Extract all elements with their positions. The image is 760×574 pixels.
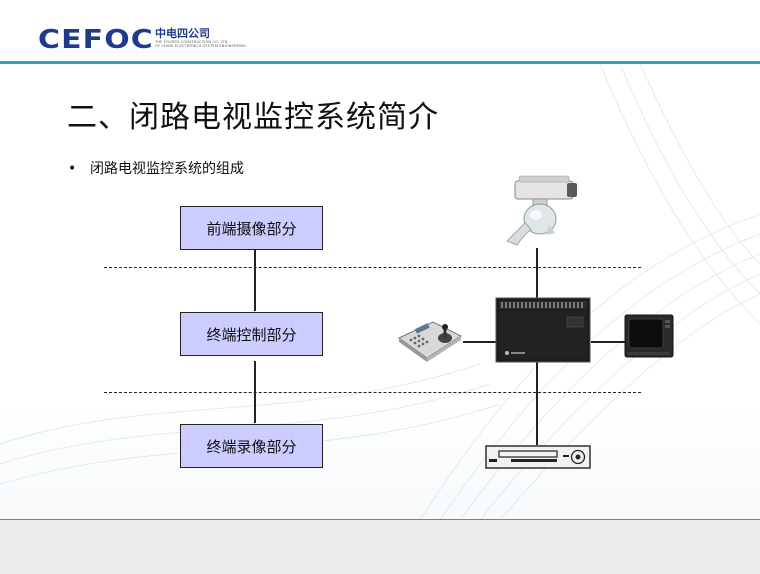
- terminal-recording-section-box: 终端录像部分: [180, 424, 323, 468]
- bullet-dot-icon: •: [68, 161, 90, 177]
- video-recorder-icon: [485, 445, 591, 469]
- footer-band: [0, 520, 760, 574]
- dashed-divider-2: [104, 392, 641, 393]
- monitor-icon: [624, 314, 674, 360]
- bullet-item: •闭路电视监控系统的组成: [68, 158, 244, 178]
- bullet-text: 闭路电视监控系统的组成: [90, 161, 244, 177]
- slide-title: 二、闭路电视监控系统简介: [67, 92, 439, 136]
- logo-english-line-2: OF CHINA ELECTRONICS SYSTEM ENGINEERING: [155, 44, 246, 48]
- connector-front-to-control: [254, 250, 256, 311]
- camera-icon: [503, 175, 579, 251]
- logo-company-name: 中电四公司: [155, 28, 246, 40]
- company-logo: CEFOC 中电四公司 THE FOURTH CONSTRUCTION CO. …: [38, 28, 139, 52]
- front-camera-section-box: 前端摄像部分: [180, 206, 323, 250]
- logo-mark: CEFOC: [38, 28, 154, 52]
- connector-matrix-to-monitor: [591, 341, 625, 343]
- logo-text: 中电四公司 THE FOURTH CONSTRUCTION CO. LTD OF…: [155, 28, 246, 48]
- terminal-control-section-box: 终端控制部分: [180, 312, 323, 356]
- keyboard-controller-icon: [397, 318, 463, 364]
- connector-matrix-to-recorder: [536, 361, 538, 445]
- connector-camera-to-matrix: [536, 248, 538, 298]
- matrix-switcher-icon: [495, 297, 591, 363]
- connector-keyboard-to-matrix: [463, 341, 497, 343]
- dashed-divider-1: [104, 267, 641, 268]
